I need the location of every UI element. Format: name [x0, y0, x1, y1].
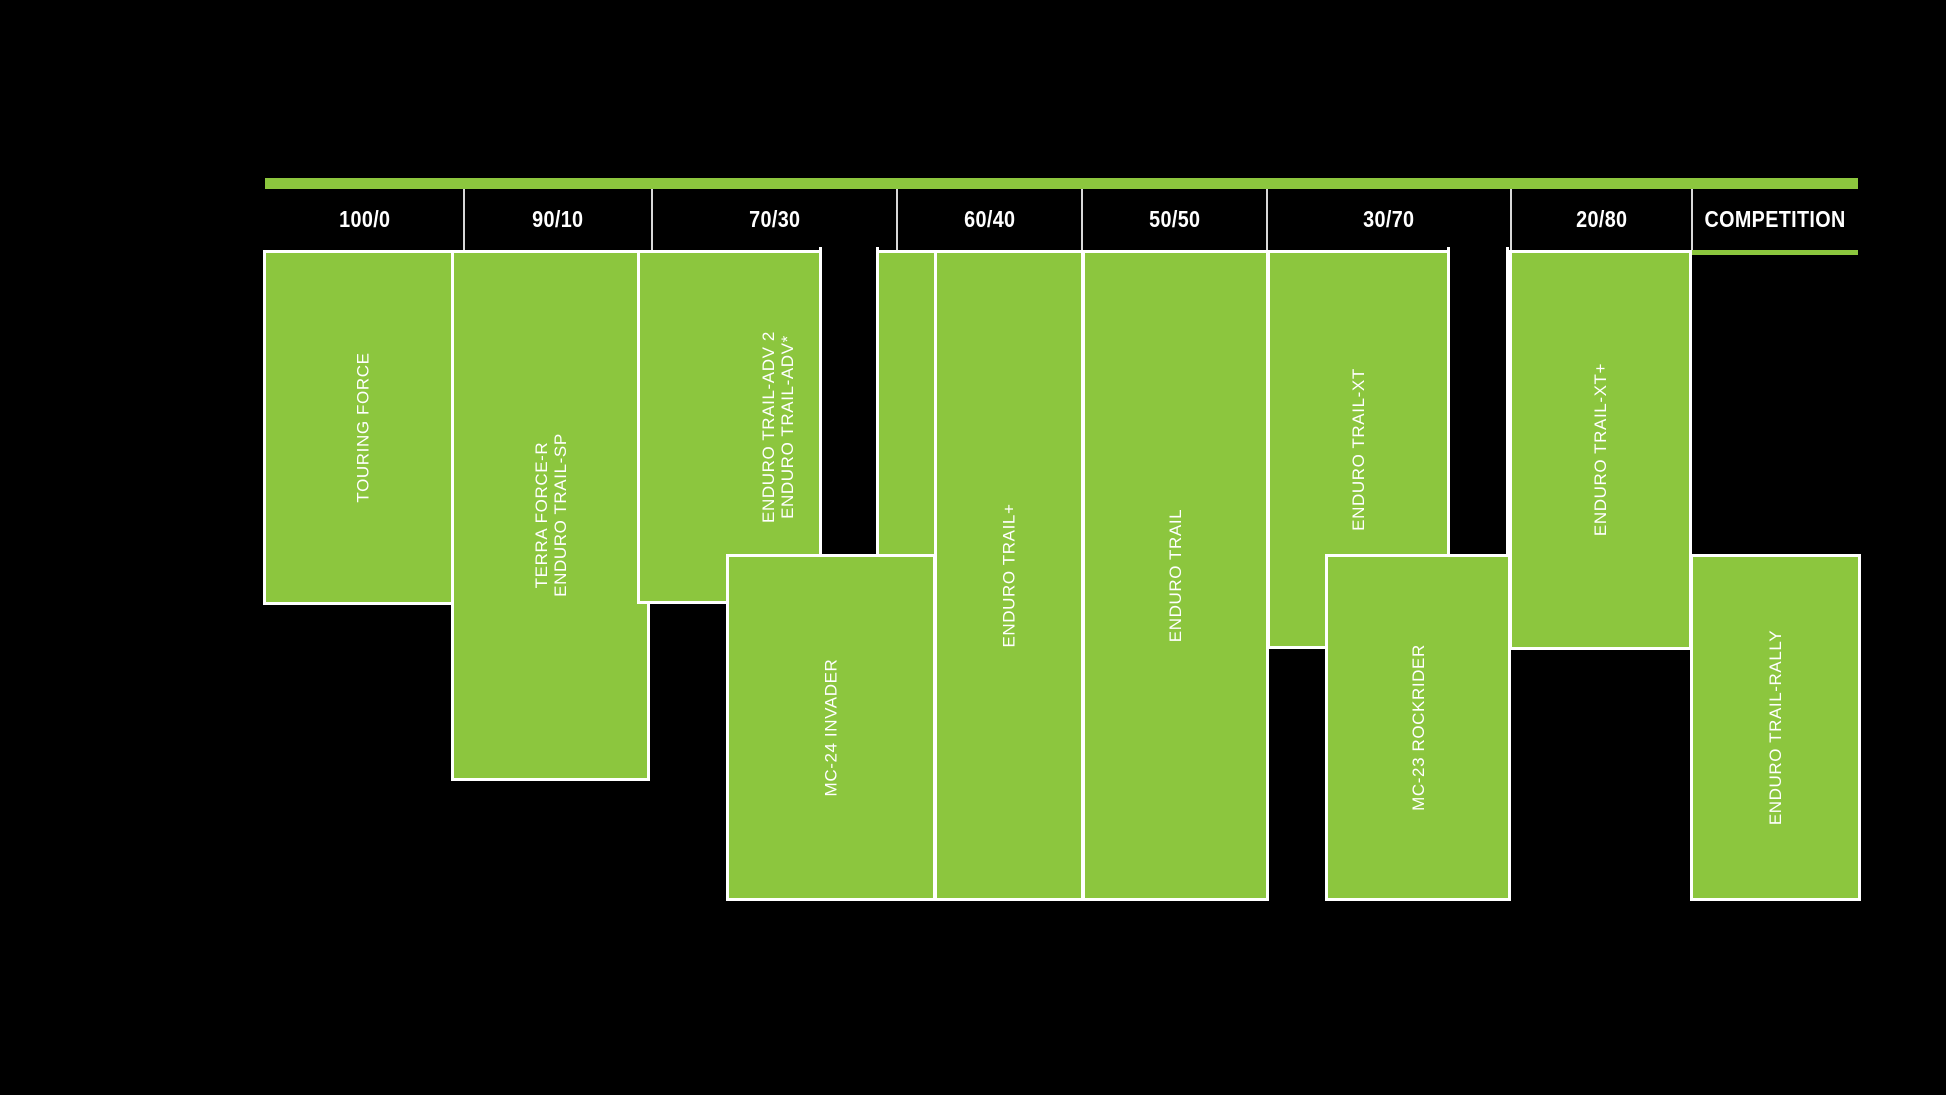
bar-enduro-trail-rally[interactable]: ENDURO TRAIL-RALLY — [1690, 554, 1861, 901]
bar-label: TERRA FORCE-R — [531, 442, 551, 589]
bar-terra-force-r[interactable]: TERRA FORCE-R ENDURO TRAIL-SP — [451, 250, 650, 781]
header-label: 50/50 — [1148, 206, 1201, 232]
header-label: 100/0 — [338, 206, 391, 232]
bar-label-group: MC-23 ROCKRIDER — [1408, 644, 1427, 811]
bar-label-group: ENDURO TRAIL-XT — [1348, 368, 1367, 531]
bar-mc23-rockrider[interactable]: MC-23 ROCKRIDER — [1325, 554, 1511, 901]
header-cell-90-10: 90/10 — [464, 189, 652, 250]
header-cell-70-30: 70/30 — [652, 189, 897, 250]
bar-label: ENDURO TRAIL — [1165, 508, 1185, 643]
header-divider — [1081, 189, 1083, 250]
bar-label-group: ENDURO TRAIL+ — [999, 504, 1018, 648]
bar-label-group: ENDURO TRAIL-RALLY — [1766, 630, 1785, 825]
bar-label-group: ENDURO TRAIL-ADV 2 ENDURO TRAIL-ADV* — [758, 331, 796, 523]
header-divider — [651, 189, 653, 250]
header-label: 70/30 — [748, 206, 801, 232]
bar-label-group: TOURING FORCE — [354, 352, 373, 502]
bar-label-group: TERRA FORCE-R ENDURO TRAIL-SP — [531, 434, 569, 598]
bar-label-group: ENDURO TRAIL — [1166, 509, 1185, 642]
bar-enduro-trail-plus[interactable]: ENDURO TRAIL+ — [934, 250, 1084, 901]
bar-label: ENDURO TRAIL-RALLY — [1765, 629, 1785, 826]
tyre-positioning-chart: 100/0 90/10 70/30 60/40 50/50 30/70 20/8… — [263, 178, 1861, 901]
bar-enduro-trail[interactable]: ENDURO TRAIL — [1082, 250, 1269, 901]
header-label: COMPETITION — [1704, 206, 1846, 232]
header-cell-20-80: 20/80 — [1511, 189, 1692, 250]
chart-top-rule — [265, 178, 1858, 189]
header-label: 20/80 — [1575, 206, 1628, 232]
bar-label-group: MC-24 INVADER — [821, 659, 840, 797]
header-divider — [896, 189, 898, 250]
bar-label: ENDURO TRAIL-ADV 2 — [758, 331, 778, 523]
bar-enduro-trail-xt-plus[interactable]: ENDURO TRAIL-XT+ — [1509, 250, 1692, 650]
header-divider — [463, 189, 465, 250]
header-cell-30-70: 30/70 — [1267, 189, 1511, 250]
header-cell-100-0: 100/0 — [265, 189, 464, 250]
bar-label: MC-24 INVADER — [821, 658, 841, 797]
bar-label: TOURING FORCE — [353, 352, 373, 503]
bar-label: MC-23 ROCKRIDER — [1408, 644, 1428, 811]
chart-plot-area: TOURING FORCE TERRA FORCE-R ENDURO TRAIL… — [263, 247, 1861, 901]
bar-mc24-invader[interactable]: MC-24 INVADER — [726, 554, 936, 901]
header-label: 30/70 — [1363, 206, 1415, 232]
header-label: 90/10 — [532, 206, 584, 232]
header-cell-competition: COMPETITION — [1692, 189, 1858, 250]
bar-label: ENDURO TRAIL+ — [999, 503, 1019, 648]
bar-label-group: ENDURO TRAIL-XT+ — [1591, 363, 1610, 536]
bar-label: ENDURO TRAIL-SP — [550, 433, 570, 598]
bar-label: ENDURO TRAIL-XT+ — [1590, 363, 1610, 537]
header-divider — [1510, 189, 1512, 250]
header-cell-50-50: 50/50 — [1082, 189, 1267, 250]
header-label: 60/40 — [963, 206, 1016, 232]
header-divider — [1266, 189, 1268, 250]
chart-header-row: 100/0 90/10 70/30 60/40 50/50 30/70 20/8… — [265, 189, 1858, 250]
header-divider — [1691, 189, 1693, 250]
header-cell-60-40: 60/40 — [897, 189, 1082, 250]
bar-label: ENDURO TRAIL-XT — [1348, 368, 1368, 531]
bar-label: ENDURO TRAIL-ADV* — [777, 335, 797, 519]
bar-touring-force[interactable]: TOURING FORCE — [263, 250, 464, 605]
